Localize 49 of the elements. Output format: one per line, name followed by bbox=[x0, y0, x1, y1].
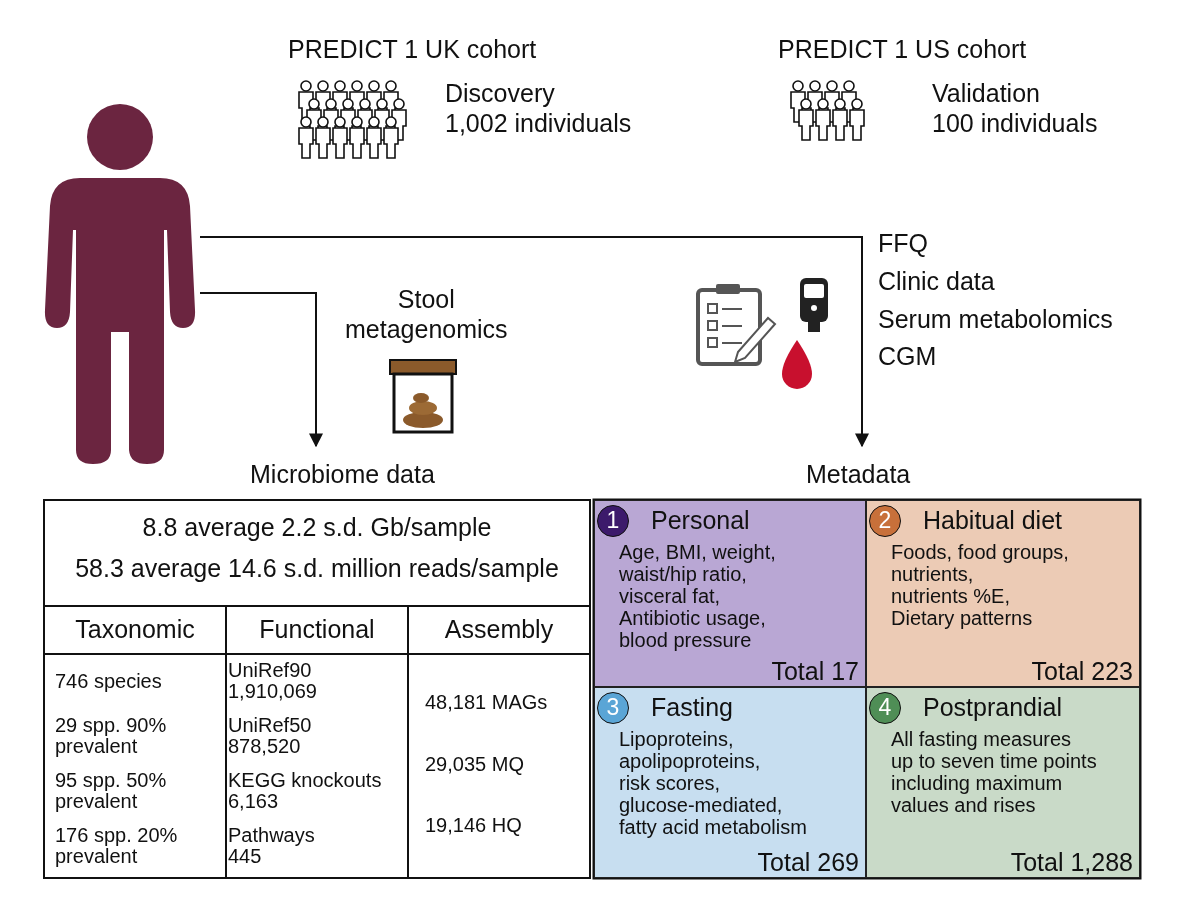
cohort-title: PREDICT 1 UK cohort bbox=[288, 34, 537, 64]
section-heading: Metadata bbox=[806, 459, 911, 489]
category-panel bbox=[594, 687, 866, 878]
table-cell: 48,181 MAGs bbox=[425, 692, 548, 713]
table-cell: 29,035 MQ bbox=[425, 754, 524, 775]
panel-total: Total 17 bbox=[771, 656, 859, 686]
arrow bbox=[199, 236, 869, 448]
number-badge: 3 bbox=[597, 692, 629, 724]
column-header: Taxonomic bbox=[74, 614, 196, 644]
cohort-title: PREDICT 1 US cohort bbox=[778, 34, 1027, 64]
panel-heading: Postprandial bbox=[923, 692, 1062, 722]
number-badge: 1 bbox=[597, 505, 629, 537]
panel-description: All fasting measures up to seven time points including maximum values and rises bbox=[891, 728, 1097, 816]
table-cell: UniRef90 1,910,069 bbox=[228, 660, 317, 702]
panel-heading: Habitual diet bbox=[923, 505, 1062, 535]
table-cell: 29 spp. 90% prevalent bbox=[55, 715, 167, 757]
panel-heading: Personal bbox=[651, 505, 750, 535]
panel-description: Age, BMI, weight, waist/hip ratio, visceral fat, Antibiotic usage, blood pressure bbox=[619, 541, 776, 651]
column-header: Assembly bbox=[443, 614, 555, 644]
panel-total: Total 269 bbox=[757, 847, 859, 877]
category-panel bbox=[866, 500, 1140, 687]
panel-description: Foods, food groups, nutrients, nutrients %E, Dietary patterns bbox=[891, 541, 1069, 629]
panel-description: Lipoproteins, apolipoproteins, risk scores, glucose-mediated, fatty acid metabolism bbox=[619, 728, 807, 838]
table-cell: 95 spp. 50% prevalent bbox=[55, 770, 167, 812]
cohort-description: Validation 100 individuals bbox=[932, 78, 1098, 138]
panel-heading: Fasting bbox=[651, 692, 733, 722]
category-panel bbox=[594, 500, 866, 687]
column-header: Functional bbox=[258, 614, 376, 644]
category-panel bbox=[866, 687, 1140, 878]
data-source-label: Serum metabolomics bbox=[878, 304, 1113, 334]
panel-total: Total 1,288 bbox=[1010, 847, 1133, 877]
number-badge: 2 bbox=[869, 505, 901, 537]
panel-total: Total 223 bbox=[1031, 656, 1133, 686]
data-source-label: CGM bbox=[878, 341, 937, 371]
table-summary: 58.3 average 14.6 s.d. million reads/sample bbox=[74, 553, 560, 583]
cohort-description: Discovery 1,002 individuals bbox=[445, 78, 632, 138]
table-cell: 19,146 HQ bbox=[425, 815, 522, 836]
table-cell: UniRef50 878,520 bbox=[228, 715, 312, 757]
data-source-label: Clinic data bbox=[878, 266, 995, 296]
table-cell: 176 spp. 20% prevalent bbox=[55, 825, 178, 867]
table-summary: 8.8 average 2.2 s.d. Gb/sample bbox=[141, 512, 493, 542]
data-source-label: FFQ bbox=[878, 228, 928, 258]
method-label: Stool metagenomics bbox=[345, 284, 508, 344]
table-cell: Pathways 445 bbox=[228, 825, 315, 867]
table-cell: KEGG knockouts 6,163 bbox=[228, 770, 382, 812]
arrow bbox=[199, 292, 323, 448]
section-heading: Microbiome data bbox=[250, 459, 435, 489]
number-badge: 4 bbox=[869, 692, 901, 724]
table-cell: 746 species bbox=[55, 671, 162, 692]
